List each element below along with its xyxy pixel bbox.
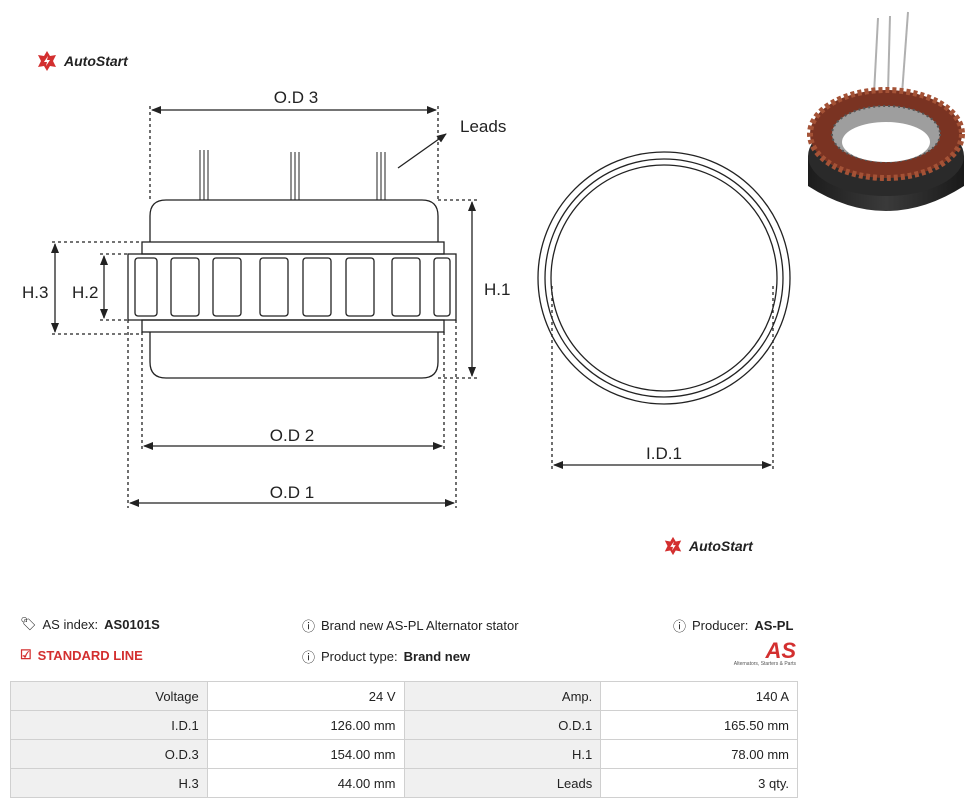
info-icon: ⓘ [673,619,687,634]
spec-value: 126.00 mm [206,710,405,740]
bottom-winding [149,332,439,379]
as-pl-logo-text: AS [765,638,796,663]
as-index-label: AS index: [42,616,99,632]
h1-label: H.1 [484,280,510,299]
description-text: Brand new AS-PL Alternator stator [321,618,519,633]
outer-ring [537,151,791,405]
od3-label: O.D 3 [274,88,318,107]
table-row: Voltage 24 V Amp. 140 A [10,681,798,711]
spec-label: Amp. [403,681,602,711]
product-type-label: Product type: [321,649,398,664]
stator-product-photo [807,11,965,211]
table-row: H.3 44.00 mm Leads 3 qty. [10,768,798,798]
autostart-logo-icon [664,536,682,556]
spec-label: Voltage [10,681,208,711]
autostart-logo-bottom: AutoStart [663,536,753,556]
standard-line-badge: ☑ STANDARD LINE [20,647,143,663]
table-row: I.D.1 126.00 mm O.D.1 165.50 mm [10,710,798,740]
leads-label: Leads [460,117,506,136]
spec-value: 165.50 mm [600,710,798,740]
as-index: 🏷︎ AS index: AS0101S [20,616,160,632]
top-winding [149,199,439,242]
id1-label: I.D.1 [646,444,682,463]
table-row: O.D.3 154.00 mm H.1 78.00 mm [10,739,798,769]
spec-value: 78.00 mm [600,739,798,769]
tag-icon: 🏷︎ [20,616,37,631]
as-pl-logo-subtitle: Alternators, Starters & Parts [733,661,796,667]
inner-ring [550,164,778,392]
info-icon: ⓘ [302,650,316,665]
spec-label: I.D.1 [10,710,208,740]
spec-value: 154.00 mm [206,739,405,769]
spec-value: 44.00 mm [206,768,405,798]
info-icon: ⓘ [302,619,316,634]
autostart-logo-text: AutoStart [689,538,753,554]
product-type-value: Brand new [403,649,471,664]
od1-label: O.D 1 [270,483,314,502]
producer-value: AS-PL [754,618,794,633]
product-type: ⓘ Product type: Brand new [302,647,470,666]
core-slots [134,257,451,317]
spec-label: H.3 [10,768,208,798]
producer-label: Producer: [692,618,749,633]
lower-ring [141,319,445,333]
specs-table: Voltage 24 V Amp. 140 A I.D.1 126.00 mm … [10,681,798,798]
od2-label: O.D 2 [270,426,314,445]
spec-label: Leads [403,768,602,798]
h3-label: H.3 [22,283,48,302]
spec-label: H.1 [403,739,602,769]
leads-pointer [397,133,447,169]
as-pl-logo: AS Alternators, Starters & Parts [712,638,796,668]
producer: ⓘ Producer: AS-PL [673,616,793,635]
standard-line-label: STANDARD LINE [37,647,143,663]
upper-ring [141,241,445,255]
h2-label: H.2 [72,283,98,302]
spec-value: 140 A [600,681,798,711]
autostart-logo-text: AutoStart [64,53,128,69]
spec-value: 24 V [206,681,405,711]
lead-wires [199,150,386,200]
as-index-value: AS0101S [104,616,160,632]
autostart-logo-icon [38,51,56,71]
spec-label: O.D.1 [403,710,602,740]
autostart-logo-top: AutoStart [36,50,128,72]
spec-value: 3 qty. [600,768,798,798]
checkbox-icon: ☑ [20,647,32,662]
stator-technical-drawing: O.D 3 Leads H.1 H.3 H.2 O.D 2 O.D 1 I.D.… [22,88,791,508]
spec-label: O.D.3 [10,739,208,769]
core-lamination [127,253,457,321]
product-description: ⓘ Brand new AS-PL Alternator stator [302,616,519,635]
